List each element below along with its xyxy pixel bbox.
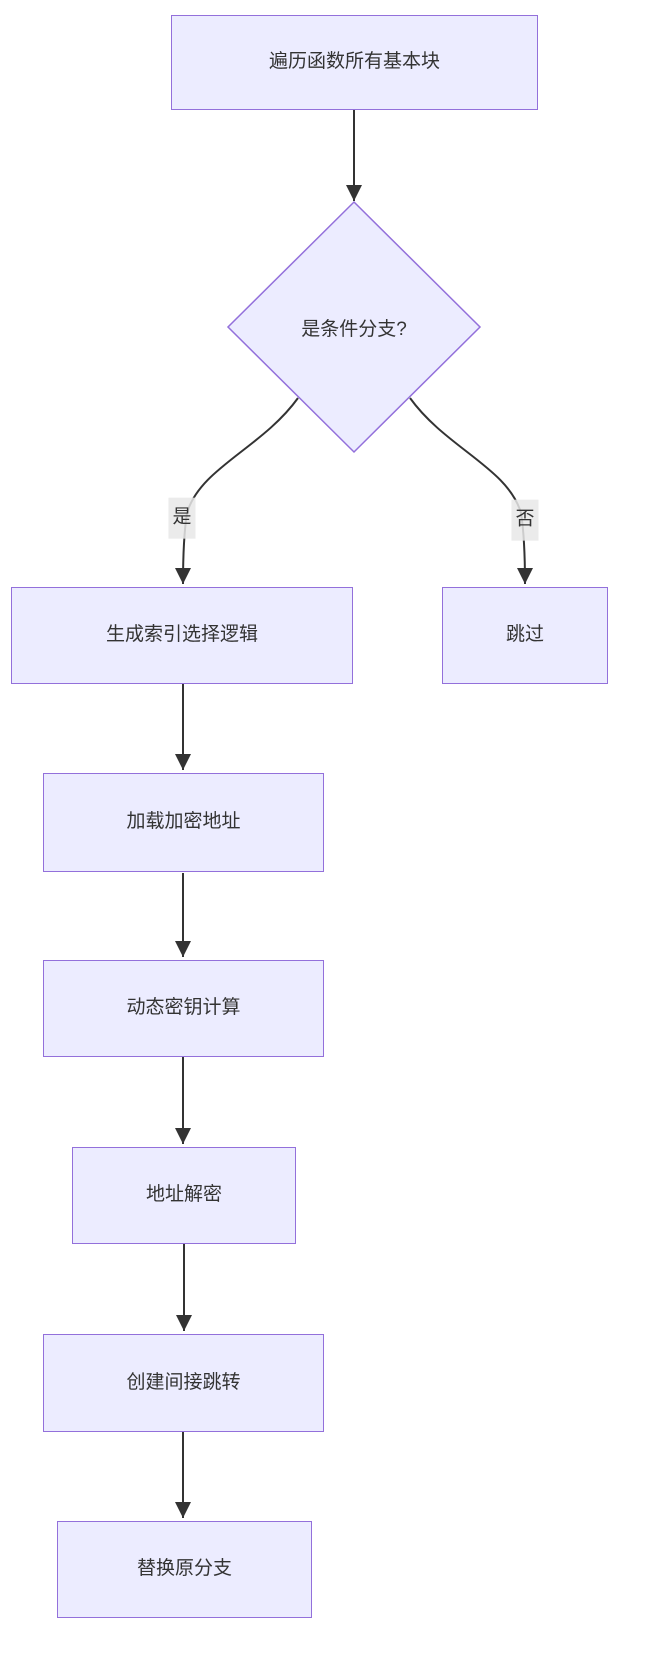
- node-skip: 跳过: [442, 587, 608, 684]
- node-dynamic-key-computation: 动态密钥计算: [43, 960, 324, 1057]
- node-generate-index-selection-logic-label: 生成索引选择逻辑: [105, 624, 258, 646]
- node-dynamic-key-computation-label: 动态密钥计算: [126, 997, 241, 1019]
- diamond-shape-is-conditional: [226, 200, 482, 454]
- node-generate-index-selection-logic: 生成索引选择逻辑: [11, 587, 353, 684]
- node-skip-label: 跳过: [505, 624, 544, 646]
- node-is-conditional-branch-label: 是条件分支?: [301, 318, 407, 340]
- node-traverse-basic-blocks-label: 遍历函数所有基本块: [268, 51, 440, 73]
- node-load-encrypted-address-label: 加载加密地址: [126, 811, 241, 833]
- node-create-indirect-jump-label: 创建间接跳转: [126, 1371, 241, 1393]
- node-address-decryption: 地址解密: [72, 1147, 296, 1244]
- edge-label-no: 否: [511, 499, 539, 541]
- edge-label-yes: 是: [168, 497, 196, 539]
- edge-diamond-no: [409, 397, 533, 585]
- edge-label-yes-text: 是: [172, 506, 192, 528]
- node-is-conditional-branch: 是条件分支?: [254, 312, 454, 342]
- node-load-encrypted-address: 加载加密地址: [43, 773, 324, 872]
- node-address-decryption-label: 地址解密: [145, 1184, 222, 1206]
- node-replace-original-branch-label: 替换原分支: [136, 1558, 232, 1580]
- edge-label-no-text: 否: [515, 508, 535, 530]
- edge-diamond-yes: [175, 397, 299, 585]
- node-traverse-basic-blocks: 遍历函数所有基本块: [171, 15, 538, 110]
- node-create-indirect-jump: 创建间接跳转: [43, 1334, 324, 1432]
- node-replace-original-branch: 替换原分支: [57, 1521, 312, 1618]
